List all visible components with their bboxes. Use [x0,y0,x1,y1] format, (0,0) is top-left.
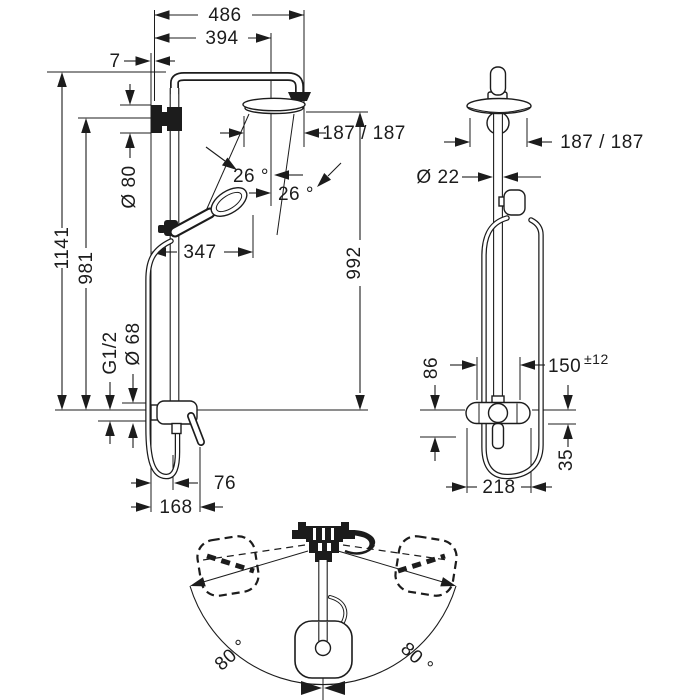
dim-hose-projection-label: 76 [214,473,236,494]
dim-wall-offset: 7 [109,51,175,72]
spray-cone: 26 ° 26 ° [200,113,342,236]
mixer-valve-front [465,395,531,450]
dim-handle-projection-label: 168 [159,497,192,518]
dim-escutcheon-diameter-label: Ø 68 [123,322,144,365]
overhead-shower-front [466,66,532,115]
wall-lines [47,10,368,512]
dim-connection-thread-label: G1/2 [100,331,121,374]
dim-hose-loop-width: 218 [446,477,552,498]
hand-shower-top [294,620,353,679]
dim-outlet-drop-label: 86 [421,357,442,379]
dim-connection-thread: G1/2 [100,331,121,444]
spray-angle-outer-label: 26 ° [233,166,269,187]
dim-total-projection-label: 486 [208,5,241,26]
head-profile-top [340,529,376,549]
dim-bracket-diameter-label: Ø 80 [119,165,140,208]
overhead-shower-side [242,92,311,115]
dim-bar-height: 981 [76,118,97,410]
dim-bracket-diameter: Ø 80 [119,84,140,209]
dim-escutcheon-diameter: Ø 68 [123,322,144,448]
dim-outlet-drop: 86 [421,357,442,461]
top-view: 80 ° 80 ° [188,522,458,700]
dim-head-width-front-label: 187 / 187 [560,132,644,153]
mixer-outlet [491,422,505,450]
dim-connection-tolerance-label: ±12 [584,351,609,367]
dim-hose-loop-width-label: 218 [482,477,515,498]
side-view: 486 394 7 1141 [47,5,406,518]
riser-pipe-front [493,114,503,402]
shower-hose-side [145,238,181,480]
dim-connection-spacing-label: 150 [548,356,581,377]
dim-hose-projection: 76 [131,473,236,494]
swivel-position-right [342,535,458,597]
dim-wall-offset-label: 7 [109,51,120,72]
dim-head-width-side: 187 / 187 [220,123,406,144]
dim-total-height-label: 1141 [52,227,73,270]
swivel-angle-left-label: 80 ° [211,636,252,676]
swivel-angle-right-label: 80 ° [396,639,437,679]
dim-total-projection: 486 [154,5,304,26]
dim-outlet-offset-label: 35 [556,449,577,471]
dim-arm-projection: 394 [154,28,271,49]
front-view: 187 / 187 Ø 22 [416,66,644,498]
dim-bar-height-label: 981 [76,251,97,284]
front-extension-lines [420,118,576,493]
dim-pipe-diameter-label: Ø 22 [416,167,459,188]
wall-bracket [151,105,182,133]
riser-pipe [169,88,180,404]
dim-connection-spacing: 150 ±12 [450,351,609,377]
dim-head-width-front: 187 / 187 [444,132,644,153]
dim-handle-projection: 168 [131,497,223,518]
dim-pipe-diameter: Ø 22 [416,167,541,188]
shower-hose-front [481,215,544,480]
dim-head-height-label: 992 [344,246,365,279]
spray-angle-inner-label: 26 ° [278,184,314,205]
dim-arm-projection-label: 394 [205,28,238,49]
dim-hand-shower-projection-label: 347 [183,242,216,263]
swivel-position-left [196,535,306,597]
dim-head-height: 992 [344,112,365,410]
hand-shower-holder-front [498,189,526,216]
mixer-valve-side [150,400,205,446]
wall-mount-top [292,522,376,562]
hand-shower [158,187,248,238]
dim-head-width-side-label: 187 / 187 [322,123,406,144]
shower-arm [170,72,304,98]
dim-outlet-offset: 35 [556,385,577,471]
dim-hand-shower-projection: 347 [151,242,253,263]
dim-total-height: 1141 [52,72,73,410]
